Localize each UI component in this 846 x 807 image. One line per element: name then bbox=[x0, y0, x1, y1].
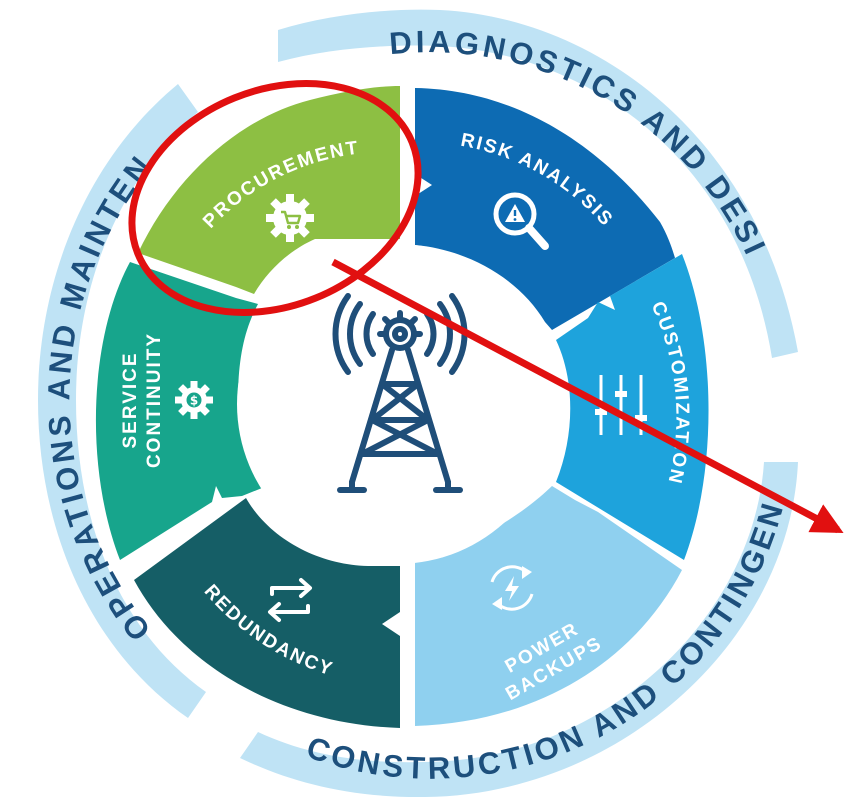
magnifier-warning-icon bbox=[493, 192, 549, 250]
segment-redundancy[interactable] bbox=[134, 498, 400, 728]
outer-arc-operations bbox=[38, 84, 206, 718]
annotation-highlight bbox=[128, 80, 844, 534]
service-continuity-line-2: CONTINUITY bbox=[144, 332, 165, 468]
annotation-arrow bbox=[331, 258, 844, 534]
svg-text:$: $ bbox=[190, 394, 198, 408]
segment-customization[interactable] bbox=[556, 254, 709, 560]
cell-tower-icon bbox=[332, 293, 468, 493]
gear-cart-icon bbox=[266, 194, 314, 242]
gear-dollar-icon: $ bbox=[175, 381, 213, 419]
power-cycle-icon bbox=[490, 565, 534, 611]
swap-arrows-icon bbox=[268, 578, 312, 622]
highlight-ellipse bbox=[128, 80, 422, 316]
outer-arc-construction bbox=[240, 462, 798, 798]
outer-ring bbox=[38, 9, 798, 798]
segment-risk-analysis[interactable] bbox=[415, 88, 675, 330]
service-continuity-line-1: SERVICE bbox=[120, 351, 141, 448]
segment-label-service-continuity: SERVICE CONTINUITY bbox=[120, 332, 165, 468]
segment-procurement[interactable] bbox=[138, 86, 400, 294]
outer-arc-diagnostics bbox=[278, 9, 798, 359]
